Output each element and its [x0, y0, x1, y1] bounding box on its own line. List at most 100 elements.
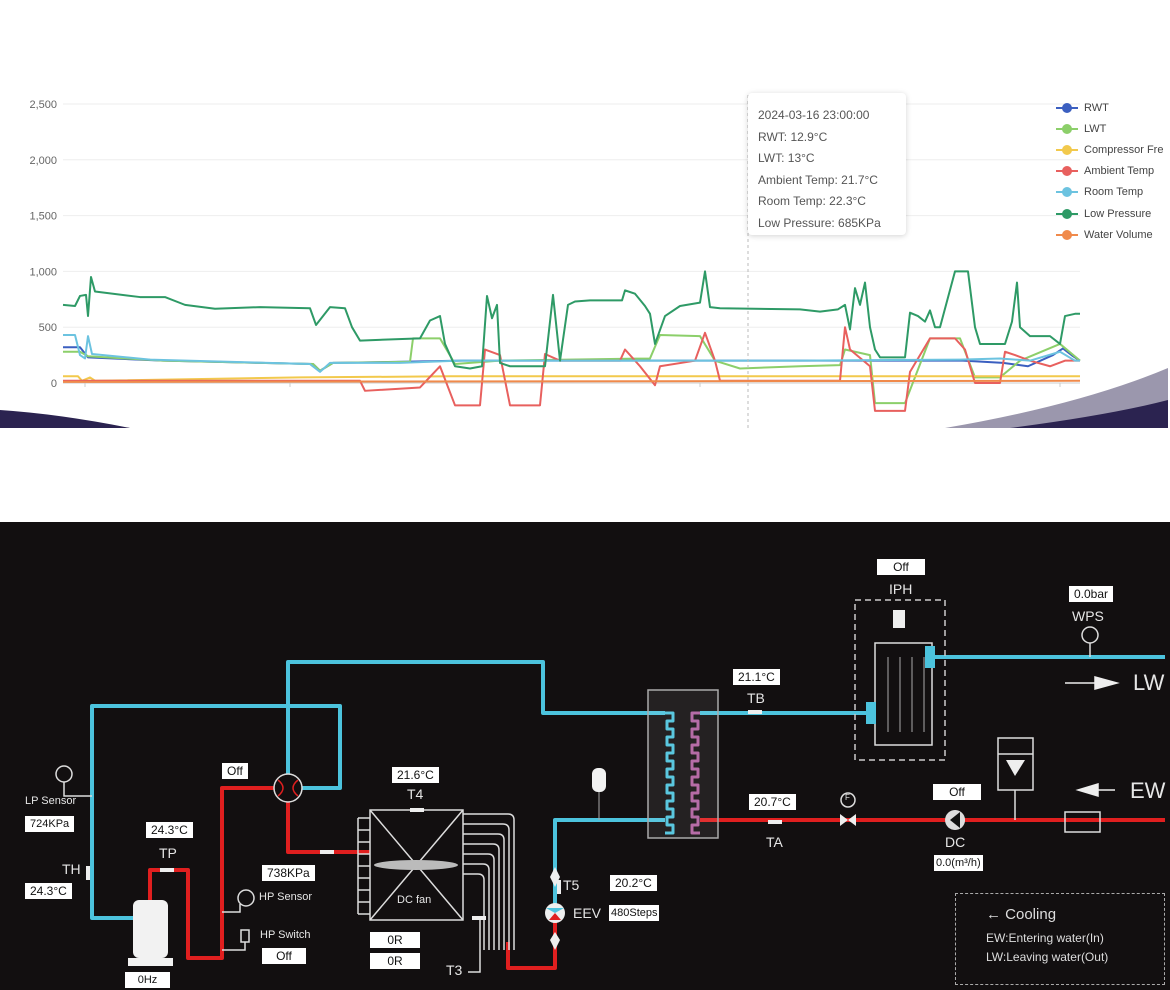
hp-switch-label: HP Switch: [260, 929, 311, 941]
legend-label: Room Temp: [1084, 186, 1144, 199]
legend-label: RWT: [1084, 101, 1109, 114]
hp-switch-status: Off: [262, 948, 306, 964]
condenser-fins: [357, 813, 515, 950]
legend-item[interactable]: Ambient Temp: [1056, 161, 1163, 182]
water-filter-icon: [1064, 811, 1101, 833]
legend-marker-icon: [1056, 208, 1078, 219]
mode-label: ← Cooling: [986, 906, 1057, 923]
evaporator-return-pipe: [286, 660, 665, 774]
ew-label: EW: [1130, 778, 1166, 803]
tooltip-title: 2024-03-16 23:00:00: [758, 108, 870, 122]
y-tick-label: 1,000: [29, 266, 57, 278]
fan-blade-icon: [374, 860, 458, 870]
hx-cold-coil: [665, 711, 675, 835]
tp-value: 24.3°C: [146, 822, 193, 838]
t5-value: 20.2°C: [610, 875, 657, 891]
legend-item[interactable]: LWT: [1056, 118, 1163, 139]
four-way-valve-icon: [273, 773, 303, 803]
t4-label: T4: [407, 786, 424, 802]
legend-lw: LW:Leaving water(Out): [986, 950, 1109, 964]
iph-heater-terminal: [893, 610, 905, 628]
eev-outlet-pipe: [506, 922, 557, 970]
sensor-markers: [86, 710, 782, 920]
legend-marker-icon: [1056, 144, 1078, 155]
tp-label: TP: [159, 845, 177, 861]
hp-sensor-label: HP Sensor: [259, 891, 312, 903]
legend-label: Ambient Temp: [1084, 165, 1155, 178]
check-valve-icon: [550, 867, 560, 950]
series-line-ambient-temp: [63, 326, 1080, 412]
flow-switch-label: F: [845, 793, 850, 802]
tooltip-lwt: LWT: 13°C: [758, 151, 815, 165]
condenser-inlet-pipe: [286, 802, 370, 854]
iph-inlet-connector: [866, 702, 876, 724]
legend-marker-icon: [1056, 187, 1078, 198]
lw-label: LW: [1133, 670, 1165, 695]
flow-switch-icon: [840, 792, 856, 808]
fan-speed-1: 0R: [370, 932, 420, 948]
suction-pipe: [90, 704, 342, 920]
wps-label: WPS: [1072, 608, 1104, 624]
pump-label: DC: [945, 834, 966, 850]
y-tick-label: 2,000: [29, 155, 57, 167]
legend-item[interactable]: Compressor Fre: [1056, 139, 1163, 160]
hp-pressure-value: 738KPa: [262, 865, 315, 881]
wps-gauge-icon: [1081, 626, 1099, 644]
iph-label: IPH: [889, 581, 913, 597]
line-chart[interactable]: 0 500 1,000 1,500 2,000 2,500: [0, 0, 1170, 430]
refrigerant-circuit-diagram: LP Sensor 724KPa TH 24.3°C 24.3°C TP Off…: [0, 522, 1170, 990]
eev-steps: 480Steps: [609, 905, 660, 921]
tb-value: 21.1°C: [733, 669, 780, 685]
compressor-icon: [133, 900, 168, 958]
liquid-receiver-icon: [592, 768, 606, 792]
ta-label: TA: [766, 834, 783, 850]
discharge-pipe: [148, 786, 274, 960]
compressor-frequency: 0Hz: [125, 972, 170, 988]
legend-marker-icon: [1056, 166, 1078, 177]
legend-label: Compressor Fre: [1084, 143, 1164, 156]
legend-label: Low Pressure: [1084, 207, 1152, 220]
tooltip-low-pressure: Low Pressure: 685KPa: [758, 215, 881, 230]
legend-marker-icon: [1056, 102, 1078, 113]
eev-label: EEV: [573, 905, 602, 921]
legend-item[interactable]: Room Temp: [1056, 182, 1163, 203]
series-line-water-volume: [62, 379, 1081, 383]
y-tick-label: 1,500: [29, 211, 57, 223]
hp-switch-icon: [240, 929, 250, 943]
y-tick-label: 0: [51, 378, 57, 390]
y-tick-label: 500: [39, 322, 57, 334]
legend-ew: EW:Entering water(In): [986, 931, 1104, 945]
iph-dashed-box: [854, 599, 946, 761]
legend-item[interactable]: RWT: [1056, 97, 1163, 118]
series-line-low-pressure: [62, 270, 1080, 370]
four-way-valve-status: Off: [222, 763, 248, 779]
th-value: 24.3°C: [25, 883, 72, 899]
iph-status: Off: [877, 559, 925, 575]
hx-hot-coil: [690, 711, 700, 835]
lw-arrow-icon: [1065, 676, 1120, 690]
chart-tooltip: 2024-03-16 23:00:00 RWT: 12.9°C LWT: 13°…: [748, 93, 906, 235]
t3-sensor-line: [468, 918, 481, 973]
history-chart-panel: 0 500 1,000 1,500 2,000 2,500 2024-03-16 23:0…: [0, 0, 1170, 430]
t5-label: T5: [563, 877, 580, 893]
legend-item[interactable]: Water Volume: [1056, 224, 1163, 245]
ta-value: 20.7°C: [749, 794, 796, 810]
fan-label: DC fan: [397, 894, 432, 906]
th-label: TH: [62, 861, 81, 877]
lp-sensor-gauge-icon: [55, 765, 73, 783]
plate-heat-exchanger: [647, 689, 719, 839]
tb-label: TB: [747, 690, 765, 706]
legend-marker-icon: [1056, 229, 1078, 240]
pump-status: Off: [933, 784, 981, 800]
decorative-swoosh-right-dark: [1010, 400, 1168, 428]
series-line-room-temp: [63, 334, 1080, 373]
y-tick-label: 2,500: [29, 99, 57, 111]
circuit-pipes: [55, 599, 1165, 973]
tooltip-room: Room Temp: 22.3°C: [758, 194, 866, 208]
legend-item[interactable]: Low Pressure: [1056, 203, 1163, 224]
series-line-lwt: [63, 334, 1081, 405]
iph-heater-body: [874, 642, 933, 746]
lp-sensor-value: 724KPa: [25, 816, 75, 832]
decorative-swoosh-left: [0, 410, 130, 428]
hp-sensor-gauge-icon: [237, 889, 255, 907]
